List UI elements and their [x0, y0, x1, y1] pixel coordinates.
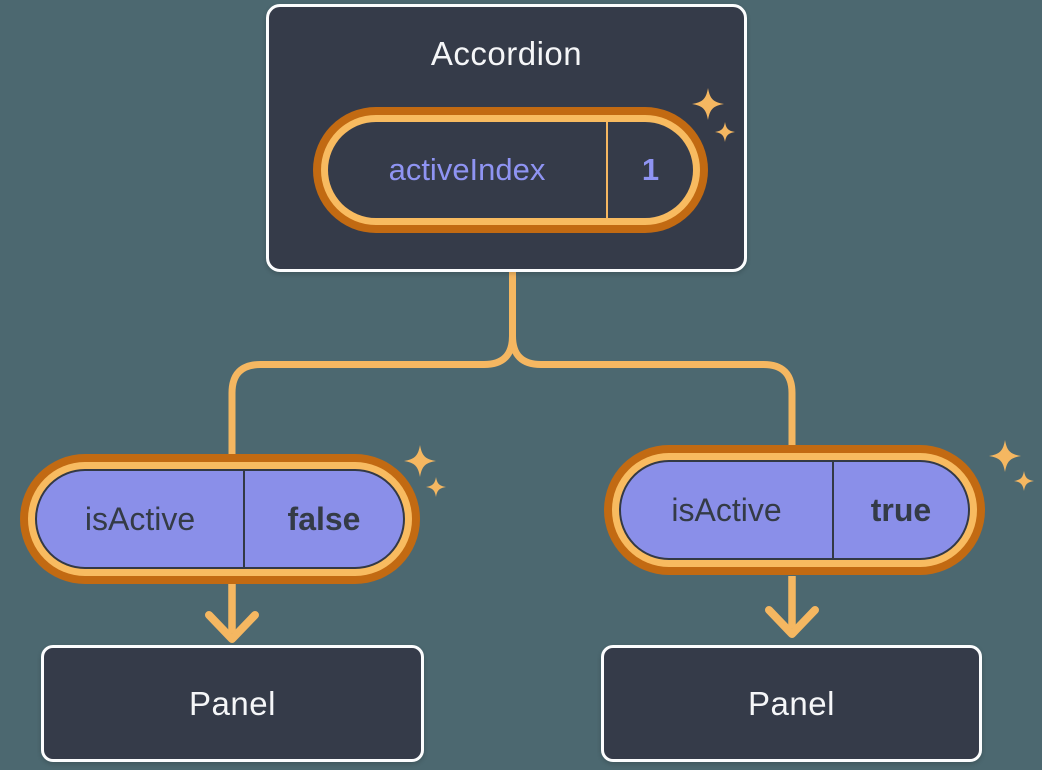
prop-pill-label: isActive [84, 500, 196, 537]
prop-pill-divider [243, 471, 245, 567]
sparkle-icon [692, 88, 724, 120]
prop-pill-divider [832, 462, 834, 558]
prop-pill-value: true [870, 491, 932, 528]
panel-label: Panel [748, 684, 835, 722]
sparkle-icon [989, 440, 1021, 472]
arrow-down-left [205, 584, 259, 643]
connector-right-branch [509, 268, 796, 448]
state-pill-ring: activeIndex 1 [321, 115, 700, 225]
activeindex-state-pill: activeIndex 1 [313, 107, 708, 233]
prop-pill-ring: isActive true [612, 453, 977, 567]
panel-box-left: Panel [41, 645, 424, 762]
prop-pill-ring: isActive false [28, 462, 412, 576]
prop-pill-label: isActive [671, 491, 782, 528]
sparkle-icon [1014, 471, 1034, 491]
accordion-component-box: Accordion activeIndex 1 [266, 4, 747, 272]
isactive-prop-pill-left: isActive false [20, 454, 420, 584]
sparkle-icon [426, 477, 446, 497]
panel-box-right: Panel [601, 645, 982, 762]
connector-left-branch [228, 268, 516, 456]
state-pill-label: activeIndex [388, 152, 546, 187]
state-pill-divider [606, 122, 608, 218]
prop-pill-value: false [287, 500, 361, 537]
isactive-prop-pill-right: isActive true [604, 445, 985, 575]
prop-pill-core: isActive false [35, 469, 405, 569]
arrow-down-right [765, 576, 819, 638]
sparkle-icon [715, 122, 735, 142]
state-pill-core: activeIndex 1 [328, 122, 693, 218]
state-pill-value: 1 [641, 152, 660, 187]
prop-pill-core: isActive true [619, 460, 970, 560]
panel-label: Panel [189, 684, 276, 722]
sparkle-icon [404, 445, 436, 477]
accordion-title: Accordion [430, 35, 583, 72]
